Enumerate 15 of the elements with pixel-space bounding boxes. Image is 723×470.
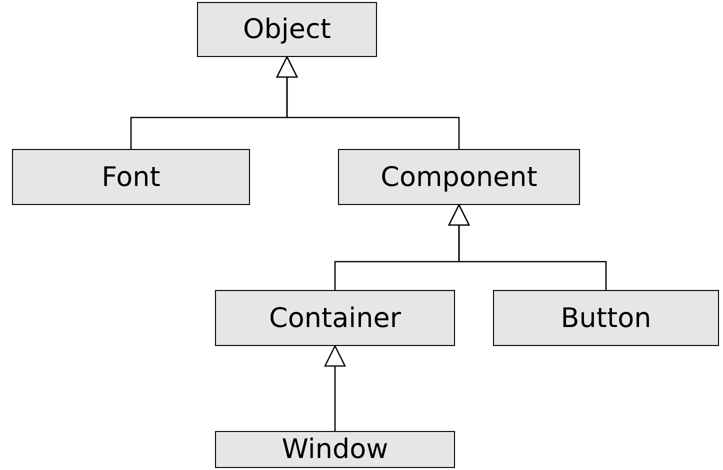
class-name: Window	[282, 434, 388, 465]
inheritance-arrow	[276, 56, 460, 149]
class-name: Object	[243, 14, 331, 45]
class-box	[215, 290, 455, 346]
class-box	[338, 149, 580, 205]
class-box	[215, 431, 455, 468]
class-name: Button	[560, 302, 652, 334]
class-box	[493, 290, 719, 346]
class-name: Component	[380, 162, 538, 192]
class-box	[12, 149, 250, 205]
inheritance-arrow	[448, 204, 607, 290]
class-name: Container	[269, 302, 401, 334]
class-name: Font	[102, 162, 160, 192]
class-box	[197, 2, 377, 57]
inheritance-arrow	[324, 345, 346, 431]
